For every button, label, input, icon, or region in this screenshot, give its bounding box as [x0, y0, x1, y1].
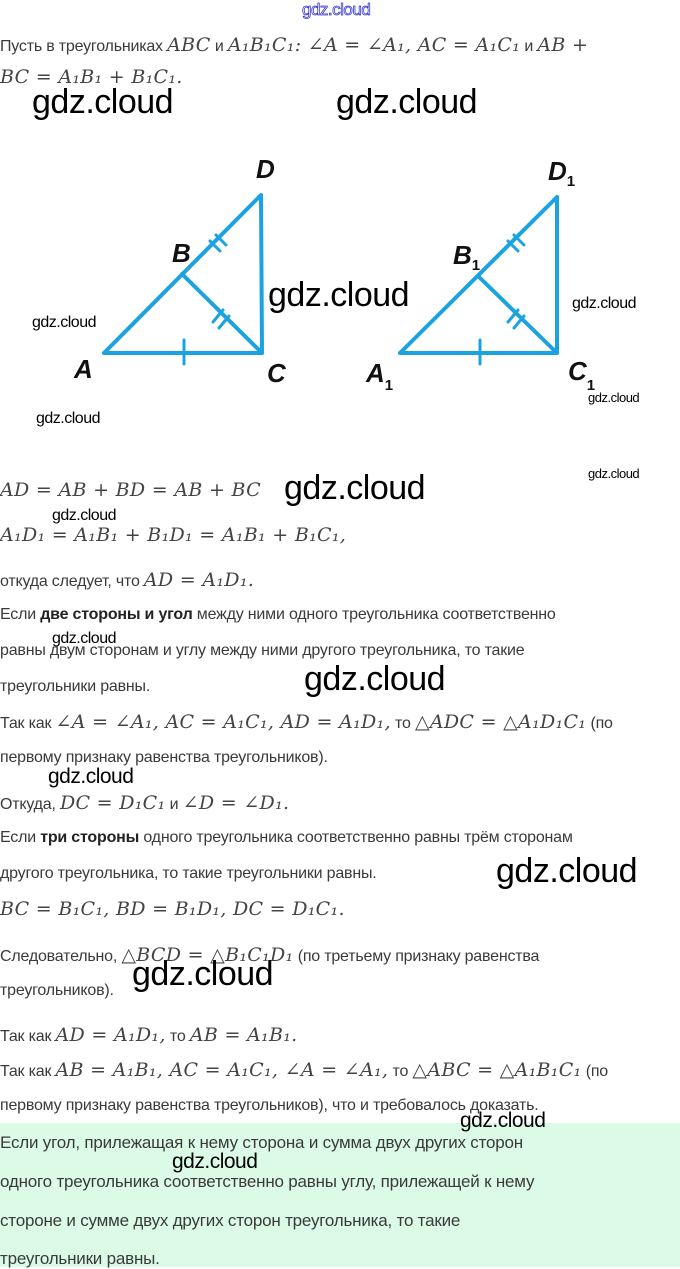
watermark: gdz.cloud: [284, 469, 426, 507]
tick-b1d1-2: [512, 233, 526, 247]
math-a1b1c1: A₁B₁C₁: [227, 34, 295, 56]
conclusion-line-2: одного треугольника соответственно равны…: [0, 1172, 535, 1191]
text: Так как: [0, 715, 56, 732]
line-abc-congruent-2: первому признаку равенства треугольников…: [0, 1097, 539, 1114]
equation-sides: BC = B₁C₁, BD = B₁D₁, DC = D₁C₁.: [0, 898, 345, 920]
rule-sas-line-3: треугольники равны.: [0, 678, 151, 695]
math: AD = A₁D₁.: [143, 569, 255, 591]
intro-and-2: и: [520, 38, 538, 55]
math-conditions: : ∠A = ∠A₁, AC = A₁C₁: [294, 34, 521, 56]
text: Если: [0, 829, 41, 846]
rule-sas-line-1: Если две стороны и угол между ними одног…: [0, 606, 556, 624]
text: и: [165, 796, 183, 813]
watermark: gdz.cloud: [32, 83, 174, 121]
label-a1: A1: [365, 358, 393, 394]
watermark: gdz.cloud: [588, 390, 640, 405]
tick-b1c1-2: [512, 314, 526, 330]
equation-a1d1: A₁D₁ = A₁B₁ + B₁D₁ = A₁B₁ + B₁C₁,: [0, 524, 347, 546]
equation-ad: AD = AB + BD = AB + BC: [0, 479, 261, 501]
label-d1: D1: [548, 156, 575, 190]
conclusion-box: [0, 1123, 680, 1267]
text: между ними одного треугольника соответст…: [192, 606, 556, 623]
line-ab-equal: Так как AD = A₁D₁, то AB = A₁B₁.: [0, 1024, 297, 1046]
text: откуда следует, что: [0, 573, 144, 590]
watermark: gdz.cloud: [496, 852, 638, 890]
text: то: [165, 1028, 190, 1045]
conclusion-line-4: треугольники равны.: [0, 1249, 160, 1268]
tick-b1d1-1: [506, 239, 520, 253]
label-c1: C1: [568, 356, 595, 394]
watermark: gdz.cloud: [172, 1150, 258, 1173]
math: ∠D = ∠D₁.: [182, 792, 290, 814]
math: AB = A₁B₁, AC = A₁C₁, ∠A = ∠A₁,: [55, 1059, 389, 1081]
right-triangle-lines: [398, 195, 559, 366]
intro-line-2: BC = A₁B₁ + B₁C₁.: [0, 66, 183, 88]
math: △BCD = △B₁C₁D₁: [121, 944, 294, 966]
text: Откуда,: [0, 796, 60, 813]
rule-sas-line-2: равны двум сторонам и углу между ними др…: [0, 642, 525, 659]
text: то: [388, 1063, 413, 1080]
line-bcd-congruent: Следовательно, △BCD = △B₁C₁D₁ (по третье…: [0, 944, 539, 966]
intro-and: и: [210, 38, 228, 55]
math: AB = A₁B₁.: [189, 1024, 298, 1046]
line-adc-congruent-2: первому признаку равенства треугольников…: [0, 749, 328, 766]
tick-bc-2: [217, 314, 231, 330]
text: (по: [586, 715, 613, 732]
bold-text: две стороны и угол: [40, 606, 193, 623]
tick-b1c1-1: [506, 308, 520, 324]
text: Так как: [0, 1028, 56, 1045]
watermark: gdz.cloud: [52, 507, 117, 524]
watermark: gdz.cloud: [572, 295, 637, 312]
text: Так как: [0, 1063, 56, 1080]
math: AD = A₁D₁,: [55, 1024, 166, 1046]
label-b1: B1: [453, 240, 480, 274]
watermark: gdz.cloud: [268, 276, 410, 314]
triangle-figure: A B C D A1 B1 C1 D1: [73, 154, 595, 394]
math-ab-plus: AB +: [537, 34, 589, 56]
line-dc-equal: Откуда, DC = D₁C₁ и ∠D = ∠D₁.: [0, 792, 289, 814]
rule-sss-line-1: Если три стороны одного треугольника соо…: [0, 829, 573, 847]
segment-b1c1: [476, 274, 559, 355]
math: △ABC = △A₁B₁C₁: [412, 1059, 582, 1081]
intro-text: Пусть в треугольниках: [0, 38, 168, 55]
watermark: gdz.cloud: [48, 765, 134, 788]
line-bcd-congruent-2: треугольников).: [0, 982, 114, 999]
watermark: gdz.cloud: [588, 466, 640, 481]
text: (по третьему признаку равенства: [293, 948, 540, 965]
text: Следовательно,: [0, 948, 122, 965]
watermark-top: gdz.cloud: [302, 0, 372, 19]
label-d: D: [256, 154, 275, 184]
math: DC = D₁C₁: [59, 792, 166, 814]
intro-line-1: Пусть в треугольниках ABC и A₁B₁C₁: ∠A =…: [0, 34, 588, 56]
watermark: gdz.cloud: [336, 83, 478, 121]
conclusion-line-1: Если угол, прилежащая к нему сторона и с…: [0, 1133, 523, 1152]
math: △ADC = △A₁D₁C₁: [414, 711, 587, 733]
left-triangle-lines: [102, 193, 264, 366]
watermark: gdz.cloud: [132, 955, 274, 993]
watermark: gdz.cloud: [36, 410, 101, 427]
line-conclusion-ad: откуда следует, что AD = A₁D₁.: [0, 569, 254, 591]
watermark: gdz.cloud: [460, 1109, 546, 1132]
line-adc-congruent: Так как ∠A = ∠A₁, AC = A₁C₁, AD = A₁D₁, …: [0, 711, 613, 733]
label-a: A: [73, 354, 93, 384]
watermark: gdz.cloud: [32, 314, 97, 331]
label-b: B: [172, 238, 191, 268]
tick-bd-1: [208, 239, 222, 253]
tick-bc-1: [211, 308, 225, 324]
text: то: [390, 715, 415, 732]
text: одного треугольника соответственно равны…: [139, 829, 573, 846]
watermark: gdz.cloud: [304, 660, 446, 698]
label-c: C: [267, 358, 287, 388]
conclusion-line-3: стороне и сумме двух других сторон треуг…: [0, 1211, 461, 1230]
math-abc: ABC: [167, 34, 211, 56]
rule-sss-line-2: другого треугольника, то такие треугольн…: [0, 865, 377, 882]
text: (по: [581, 1063, 609, 1080]
watermark: gdz.cloud: [52, 630, 117, 647]
math: ∠A = ∠A₁, AC = A₁C₁, AD = A₁D₁,: [55, 711, 391, 733]
bold-text: три стороны: [40, 829, 140, 846]
line-abc-congruent: Так как AB = A₁B₁, AC = A₁C₁, ∠A = ∠A₁, …: [0, 1059, 608, 1081]
text: Если: [0, 606, 41, 623]
tick-bd-2: [214, 233, 228, 247]
